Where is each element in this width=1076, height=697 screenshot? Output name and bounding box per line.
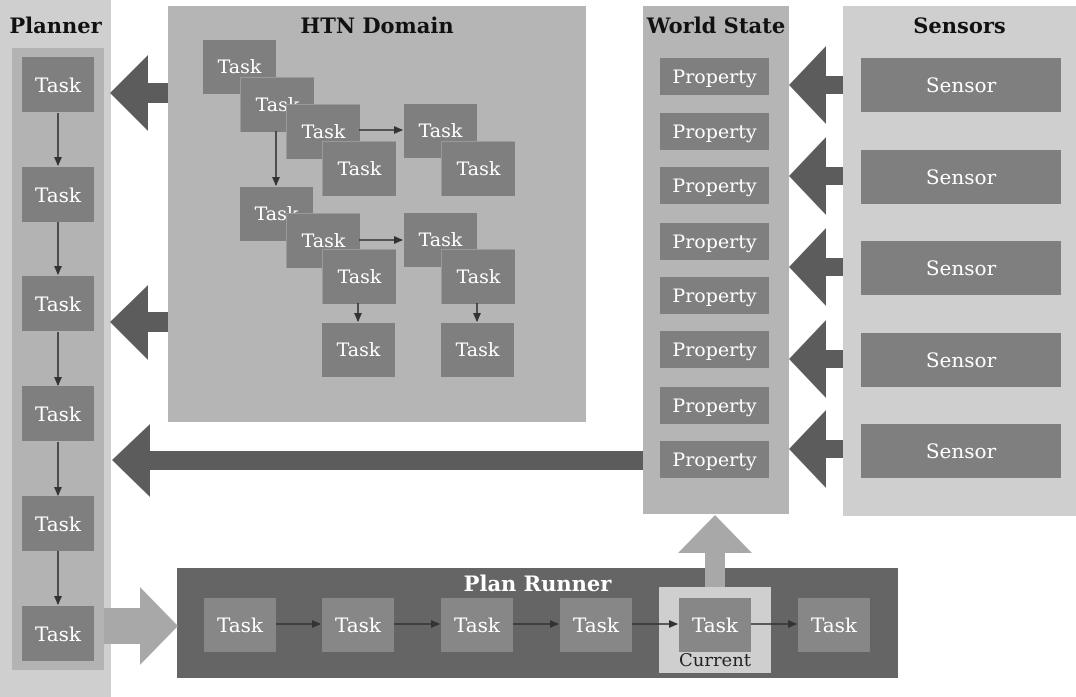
planner-title: Planner <box>9 13 102 38</box>
htn-task: Task <box>322 249 396 304</box>
plan-runner-title: Plan Runner <box>463 571 612 596</box>
htn-task: Task <box>441 249 515 304</box>
world-property: Property <box>660 277 769 314</box>
planner-panel: Planner <box>0 0 111 697</box>
current-label: Current <box>678 650 752 671</box>
world-property: Property <box>660 331 769 368</box>
sensor-arrow-2 <box>789 137 843 215</box>
runner-task-current: Task <box>679 598 751 652</box>
htn-to-planner-arrow-1 <box>110 55 168 131</box>
world-property: Property <box>660 223 769 260</box>
world-property: Property <box>660 113 769 150</box>
htn-task: Task <box>322 141 396 196</box>
sensor: Sensor <box>861 241 1061 295</box>
planner-task: Task <box>22 496 94 551</box>
planner-task: Task <box>22 606 94 661</box>
world-property: Property <box>660 58 769 95</box>
runner-task: Task <box>441 598 513 652</box>
sensor-arrow-3 <box>789 228 843 306</box>
sensor: Sensor <box>861 150 1061 204</box>
htn-task: Task <box>441 323 514 377</box>
world-property: Property <box>660 441 769 478</box>
runner-task: Task <box>798 598 870 652</box>
planner-task: Task <box>22 386 94 441</box>
sensor: Sensor <box>861 424 1061 478</box>
world-property: Property <box>660 167 769 204</box>
planner-task: Task <box>22 276 94 331</box>
runner-task: Task <box>204 598 276 652</box>
runner-task: Task <box>560 598 632 652</box>
sensor-arrow-1 <box>789 46 843 124</box>
sensor-arrow-5 <box>789 410 843 488</box>
htn-task: Task <box>286 104 360 159</box>
sensor: Sensor <box>861 58 1061 112</box>
sensor: Sensor <box>861 333 1061 387</box>
htn-domain-title: HTN Domain <box>300 13 454 38</box>
runner-task: Task <box>322 598 394 652</box>
planner-task: Task <box>22 57 94 112</box>
current-to-world-arrow <box>678 515 752 587</box>
htn-task: Task <box>203 40 276 94</box>
planner-task: Task <box>22 167 94 222</box>
world-state-title: World State <box>646 13 786 38</box>
sensor-arrow-4 <box>789 320 843 398</box>
plan-runner-panel: Plan Runner <box>177 568 898 678</box>
world-property: Property <box>660 387 769 424</box>
htn-task: Task <box>441 141 515 196</box>
htn-to-planner-arrow-2 <box>110 285 168 360</box>
world-to-planner-arrow <box>112 424 643 497</box>
htn-task: Task <box>322 323 395 377</box>
sensors-title: Sensors <box>913 13 1006 38</box>
planner-to-runner-arrow <box>104 587 178 665</box>
